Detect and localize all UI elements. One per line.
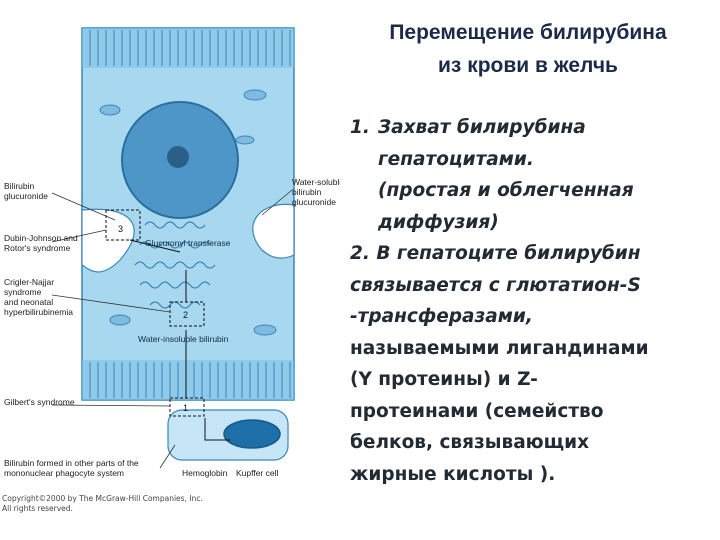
leader-lines: [51, 189, 293, 469]
kupffer-nucleus: [223, 419, 281, 449]
label-water-soluble-1: Water-soluble: [292, 177, 340, 187]
point-1: 1. Захват билирубина гепатоцитами. (прост…: [350, 112, 715, 238]
microvilli-band-top: [82, 28, 294, 68]
box-1: [169, 397, 205, 417]
box-2: [169, 301, 205, 327]
point-1-line-1: Захват билирубина: [378, 117, 586, 138]
hepatocyte-diagram: 3 2 1 Bilirubin glucuronide Dubin-Johnso…: [0, 0, 340, 540]
bile-canaliculus: [81, 208, 135, 273]
point-2-line-6: протеинами (семейство: [350, 400, 604, 422]
box-2-label: 2: [183, 310, 188, 320]
point-2-line-1: В гепатоците билирубин: [376, 243, 641, 264]
label-bilirubin-glucuronide-2: glucuronide: [4, 191, 48, 201]
box-1-label: 1: [183, 403, 188, 413]
point-2-line-7: белков, связывающих: [350, 432, 590, 453]
mitochondria: [99, 89, 277, 336]
endoplasmic-reticulum: [134, 221, 216, 309]
slide-title: Перемещение билирубина из крови в желчь: [350, 16, 706, 82]
point-1-number: 1.: [350, 117, 370, 138]
point-1-line-4: диффузия): [378, 211, 499, 233]
copyright-notice: Copyright©2000 by The McGraw-Hill Compan…: [2, 494, 222, 514]
label-water-soluble-2: bilirubin: [292, 187, 322, 197]
label-formed-1: Bilirubin formed in other parts of the: [4, 458, 139, 468]
point-2-line-2: связывается с глютатион-S: [350, 274, 641, 296]
box-3-label: 3: [118, 224, 123, 234]
label-crigler-1: Crigler-Najjar: [4, 277, 54, 287]
label-bilirubin-glucuronide-1: Bilirubin: [4, 181, 35, 191]
copyright-line-1: Copyright©2000 by The McGraw-Hill Compan…: [2, 494, 203, 503]
copyright-line-2: All rights reserved.: [2, 504, 73, 513]
content-points: 1. Захват билирубина гепатоцитами. (прост…: [350, 112, 715, 490]
label-formed-2: mononuclear phagocyte system: [4, 468, 124, 478]
point-2-line-5: (Y протеины) и Z-: [350, 369, 538, 390]
title-line-1: Перемещение билирубина: [389, 21, 667, 44]
label-dubin-2: Rotor's syndrome: [4, 243, 71, 253]
point-2-number: 2.: [350, 243, 370, 264]
label-hemoglobin: Hemoglobin: [182, 468, 228, 478]
microvilli-band-bottom: [82, 360, 294, 400]
label-dubin-1: Dubin-Johnson and: [4, 233, 78, 243]
flow-arrows: [129, 239, 230, 441]
point-1-line-2: гепатоцитами.: [378, 148, 534, 170]
label-crigler-3: and neonatal: [4, 297, 53, 307]
label-water-soluble-3: glucuronide: [292, 197, 336, 207]
label-gilbert: Gilbert's syndrome: [4, 397, 75, 407]
point-2: 2. В гепатоците билирубин связывается с …: [350, 238, 715, 490]
title-line-2: из крови в желчь: [438, 54, 618, 77]
point-2-line-3: -трансферазами,: [350, 306, 533, 327]
point-2-line-8: жирные кислоты ).: [350, 463, 556, 485]
point-1-line-3: (простая и облегченная: [378, 180, 634, 201]
point-2-line-4: называемыми лигандинами: [350, 337, 649, 359]
microvilli: [89, 30, 291, 398]
box-3: [105, 209, 141, 241]
label-kupffer-cell: Kupffer cell: [236, 468, 278, 478]
bile-canaliculus-right: [252, 203, 295, 259]
label-water-insoluble: Water-insoluble bilirubin: [138, 334, 229, 344]
label-crigler-4: hyperbilirubinemia: [4, 307, 73, 317]
label-glucuronyl-transferase: Glucuronyl transferase: [145, 238, 231, 248]
label-crigler-2: syndrome: [4, 287, 42, 297]
nucleolus: [167, 146, 189, 168]
